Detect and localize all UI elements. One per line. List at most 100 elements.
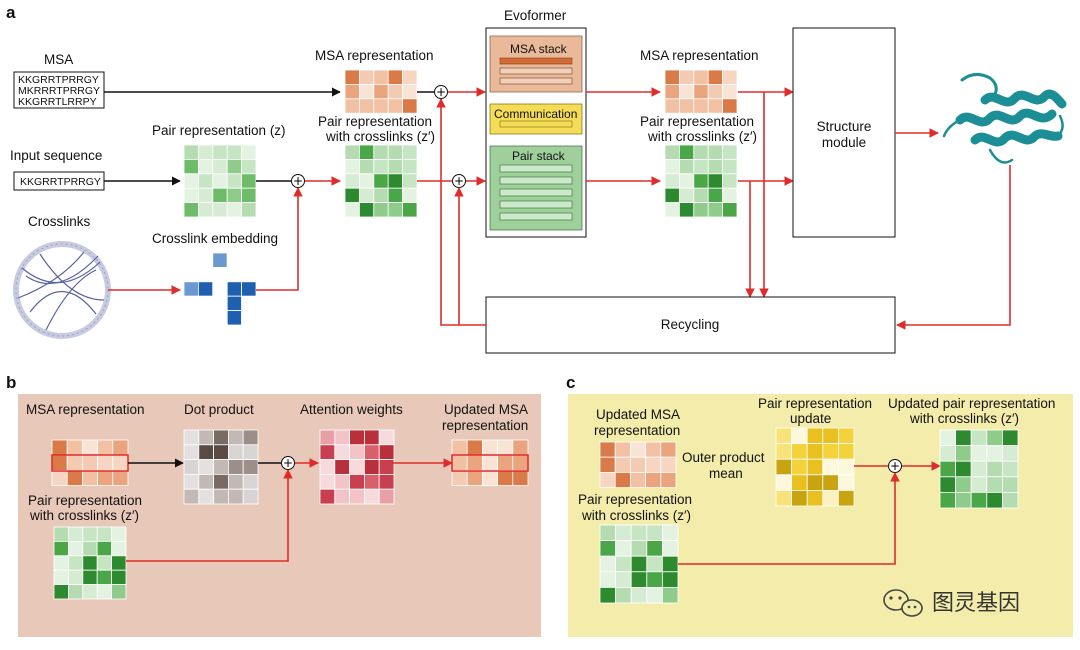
matrix-cell bbox=[198, 429, 215, 446]
matrix-cell bbox=[387, 69, 404, 85]
matrix-cell bbox=[197, 310, 214, 326]
matrix-cell bbox=[986, 445, 1003, 462]
watermark-text: 图灵基因 bbox=[932, 591, 1020, 616]
matrix-cell bbox=[645, 456, 662, 473]
matrix-cell bbox=[349, 473, 365, 490]
matrix-cell bbox=[349, 459, 365, 475]
matrix-cell bbox=[630, 441, 647, 458]
matrix-cell bbox=[679, 158, 695, 175]
matrix-cell bbox=[402, 187, 418, 203]
matrix-cell bbox=[344, 144, 360, 160]
matrix-cell bbox=[722, 187, 738, 203]
matrix-cell bbox=[334, 473, 350, 490]
matrix-cell bbox=[183, 173, 199, 189]
matrix-cell bbox=[212, 295, 228, 312]
matrix-cell bbox=[213, 473, 229, 490]
matrix-cell bbox=[646, 571, 663, 588]
matrix-cell bbox=[66, 439, 83, 456]
matrix-cell bbox=[53, 584, 69, 600]
matrix-cell bbox=[402, 202, 418, 218]
matrix-cell bbox=[630, 524, 648, 542]
matrix-cell bbox=[349, 429, 365, 446]
msa-rep-out-matrix bbox=[664, 69, 738, 114]
matrix-cell bbox=[51, 469, 68, 486]
matrix-cell bbox=[679, 173, 695, 189]
msa-rep-label: MSA representation bbox=[315, 48, 434, 63]
matrix-cell bbox=[955, 491, 972, 509]
matrix-cell bbox=[51, 439, 68, 456]
matrix-cell bbox=[82, 526, 98, 542]
matrix-cell bbox=[68, 526, 84, 542]
matrix-cell bbox=[241, 295, 257, 312]
matrix-cell bbox=[242, 429, 259, 446]
matrix-cell bbox=[662, 587, 679, 604]
matrix-cell bbox=[334, 488, 350, 505]
matrix-cell bbox=[614, 456, 631, 473]
structure-module-box bbox=[792, 27, 896, 238]
matrix-cell bbox=[615, 540, 632, 557]
matrix-cell bbox=[646, 540, 663, 557]
matrix-cell bbox=[497, 454, 514, 471]
matrix-cell bbox=[402, 144, 418, 160]
matrix-cell bbox=[183, 144, 199, 160]
matrix-cell bbox=[722, 144, 738, 160]
matrix-cell bbox=[806, 443, 824, 460]
matrix-cell bbox=[693, 69, 709, 85]
matrix-cell bbox=[451, 439, 468, 456]
matrix-cell bbox=[707, 158, 724, 175]
matrix-cell bbox=[466, 439, 483, 456]
matrix-cell bbox=[645, 471, 662, 488]
matrix-cell bbox=[481, 439, 498, 456]
pair-xl-out-label-1: Pair representation bbox=[640, 114, 754, 129]
matrix-cell bbox=[791, 443, 808, 460]
matrix-cell bbox=[970, 476, 988, 493]
communication-box bbox=[489, 103, 583, 135]
matrix-cell bbox=[334, 444, 350, 460]
matrix-cell bbox=[183, 444, 200, 460]
embedding-to-plus-arrow bbox=[256, 187, 303, 291]
matrix-cell bbox=[319, 459, 336, 475]
matrix-cell bbox=[615, 571, 632, 588]
protein-structure-image bbox=[942, 73, 1067, 164]
matrix-cell bbox=[344, 98, 360, 114]
matrix-cell bbox=[226, 295, 242, 312]
matrix-cell bbox=[358, 144, 375, 160]
matrix-cell bbox=[722, 158, 738, 175]
wechat-icon bbox=[883, 589, 923, 617]
b-pair-xl-label-2: with crosslinks (z′) bbox=[29, 508, 139, 523]
panel-label-c: c bbox=[566, 373, 575, 392]
matrix-cell bbox=[227, 444, 244, 460]
matrix-cell bbox=[97, 469, 114, 486]
matrix-cell bbox=[481, 454, 498, 471]
matrix-cell bbox=[630, 555, 648, 573]
crosslink-embedding-matrix bbox=[183, 252, 257, 326]
matrix-cell bbox=[51, 454, 68, 471]
matrix-cell bbox=[344, 173, 360, 189]
matrix-cell bbox=[344, 202, 360, 218]
matrix-cell bbox=[212, 266, 228, 283]
matrix-cell bbox=[986, 476, 1003, 493]
matrix-cell bbox=[791, 474, 808, 491]
matrix-cell bbox=[387, 144, 404, 160]
msa-seq-3: KKGRRTLRRPY bbox=[18, 96, 97, 108]
matrix-cell bbox=[212, 144, 228, 160]
matrix-cell bbox=[213, 429, 229, 446]
matrix-cell bbox=[970, 445, 988, 462]
c-updated-pair-matrix bbox=[939, 429, 1019, 509]
b-pair-to-plus-arrow bbox=[126, 469, 293, 562]
matrix-cell bbox=[241, 144, 257, 160]
plus-symbol-2: + bbox=[436, 85, 446, 99]
matrix-cell bbox=[387, 158, 404, 175]
matrix-cell bbox=[775, 427, 793, 445]
panel-label-b: b bbox=[6, 373, 16, 392]
recycling-label: Recycling bbox=[661, 317, 720, 332]
matrix-cell bbox=[679, 202, 695, 218]
matrix-cell bbox=[614, 471, 631, 488]
matrix-cell bbox=[775, 489, 793, 507]
b-plus-symbol: + bbox=[283, 456, 293, 470]
matrix-cell bbox=[693, 84, 709, 100]
matrix-cell bbox=[344, 69, 360, 85]
matrix-cell bbox=[212, 202, 228, 218]
matrix-cell bbox=[241, 266, 257, 283]
matrix-cell bbox=[707, 202, 724, 218]
